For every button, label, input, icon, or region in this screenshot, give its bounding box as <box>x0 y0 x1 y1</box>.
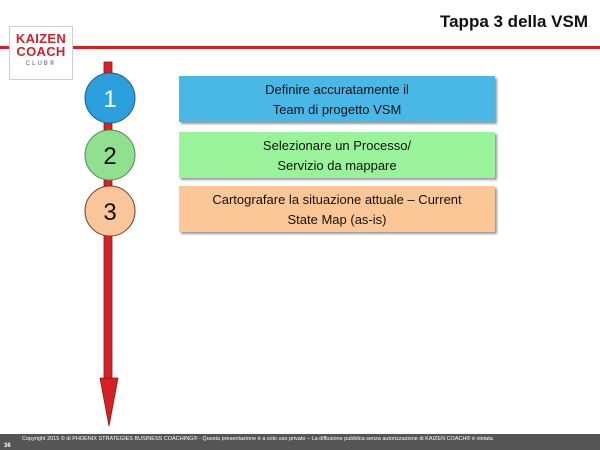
arrow-head <box>99 377 119 427</box>
step-1-text-line-2: Team di progetto VSM <box>272 101 402 117</box>
step-number-2: 2 <box>103 143 116 170</box>
step-1-text-line-1: Definire accuratamente il <box>265 81 409 97</box>
logo-line-2: COACH <box>16 44 66 59</box>
step-3-text-line-1: Cartografare la situazione attuale – Cur… <box>212 191 462 207</box>
footer-bar: 36 Copyright 2015 © di PHOENIX STRATEGIE… <box>0 434 600 450</box>
step-number-1: 1 <box>103 86 116 113</box>
step-2-text-line-2: Servizio da mappare <box>277 157 397 173</box>
step-box-1: Definire accuratamente il Team di proget… <box>179 76 495 122</box>
logo-line-3: CLUB® <box>25 61 57 67</box>
step-circle-3 <box>84 185 136 237</box>
header-divider <box>0 46 600 49</box>
step-2-text-line-1: Selezionare un Processo/ <box>262 137 412 153</box>
step-circle-1 <box>84 72 136 124</box>
step-number-3: 3 <box>103 199 116 226</box>
page-title: Tappa 3 della VSM <box>439 12 588 31</box>
step-box-2: Selezionare un Processo/ Servizio da map… <box>179 132 495 178</box>
step-3-text-line-2: State Map (as-is) <box>287 211 387 227</box>
page-number: 36 <box>4 443 11 449</box>
logo-line-1: KAIZEN <box>15 31 67 46</box>
copyright-text: Copyright 2015 © di PHOENIX STRATEGIES B… <box>22 436 493 442</box>
step-circle-2 <box>84 129 136 181</box>
step-box-3: Cartografare la situazione attuale – Cur… <box>179 186 495 232</box>
kaizen-coach-logo: KAIZEN COACH CLUB® <box>9 26 73 80</box>
